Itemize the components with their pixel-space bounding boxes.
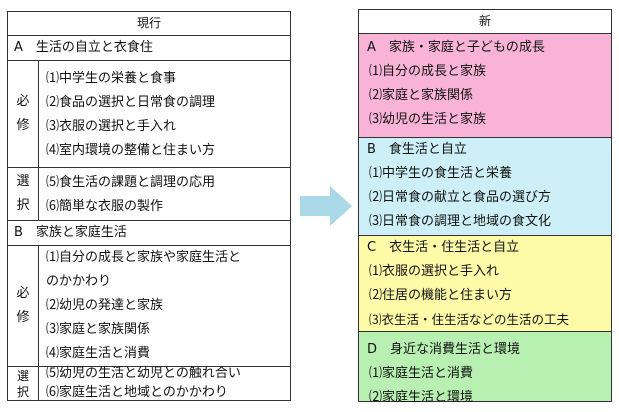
list-item: ⑷家庭生活と消費	[46, 346, 151, 361]
list-item: ⑹家庭生活と地域とのかかわり	[46, 385, 228, 400]
list-item: ⑵家庭と家族関係	[369, 88, 474, 103]
list-item: ⑴自分の成長と家族	[369, 64, 487, 79]
list-item: ⑸幼児の生活と幼児との触れ合い	[46, 366, 241, 381]
list-item: ⑶衣生活・住生活などの生活の工夫	[369, 312, 570, 327]
required-label: 必 修	[8, 61, 39, 167]
list-item: ⑶家庭と家族関係	[46, 322, 151, 337]
list-item: ⑴家庭生活と消費	[369, 366, 474, 381]
block-d: D 身近な消費生活と環境 ⑴家庭生活と消費 ⑵家庭生活と環境	[359, 332, 611, 405]
list-item: ⑵幼児の発達と家族	[46, 298, 164, 313]
list-item: ⑵食品の選択と日常食の調理	[46, 95, 216, 110]
list-item: のかかわり	[46, 274, 112, 289]
required-label: 必 修	[8, 246, 39, 366]
new-header: 新	[359, 10, 611, 34]
list-item: ⑸食生活の課題と調理の応用	[46, 175, 216, 190]
list-item: ⑹簡単な衣服の製作	[46, 199, 164, 214]
current-curriculum-table: 現行 A 生活の自立と衣食住 必 修 ⑴中学生の栄養と食事 ⑵食品の選択と日常食…	[7, 11, 291, 401]
block-title: B 食生活と自立	[367, 142, 467, 157]
right-arrow-icon	[300, 186, 352, 226]
elective-label: 選 択	[8, 367, 39, 400]
section-b-title: B 家族と家庭生活	[8, 221, 290, 246]
new-curriculum-table: 新 A 家族・家庭と子どもの成長 ⑴自分の成長と家族 ⑵家庭と家族関係 ⑶幼児の…	[358, 9, 612, 405]
list-item: ⑴中学生の食生活と栄養	[369, 166, 513, 181]
section-b-elective: 選 択 ⑸幼児の生活と幼児との触れ合い ⑹家庭生活と地域とのかかわり	[8, 366, 290, 400]
list-item: ⑶幼児の生活と家族	[369, 112, 487, 127]
block-c: C 衣生活・住生活と自立 ⑴衣服の選択と手入れ ⑵住居の機能と住まい方 ⑶衣生活…	[359, 236, 611, 332]
block-a: A 家族・家庭と子どもの成長 ⑴自分の成長と家族 ⑵家庭と家族関係 ⑶幼児の生活…	[359, 34, 611, 138]
section-a-title: A 生活の自立と衣食住	[8, 36, 290, 61]
list-item: ⑶日常食の調理と地域の食文化	[369, 214, 552, 229]
list-item: ⑷室内環境の整備と住まい方	[46, 143, 216, 158]
section-a-required: 必 修 ⑴中学生の栄養と食事 ⑵食品の選択と日常食の調理 ⑶衣服の選択と手入れ …	[8, 61, 290, 168]
block-title: C 衣生活・住生活と自立	[367, 240, 520, 255]
section-a-elective: 選 択 ⑸食生活の課題と調理の応用 ⑹簡単な衣服の製作	[8, 168, 290, 221]
section-b-required: 必 修 ⑴自分の成長と家族や家庭生活と のかかわり ⑵幼児の発達と家族 ⑶家庭と…	[8, 246, 290, 367]
list-item: ⑴中学生の栄養と食事	[46, 71, 177, 86]
block-b: B 食生活と自立 ⑴中学生の食生活と栄養 ⑵日常食の献立と食品の選び方 ⑶日常食…	[359, 138, 611, 236]
block-title: D 身近な消費生活と環境	[367, 342, 521, 357]
elective-label: 選 択	[8, 168, 39, 220]
list-item: ⑵住居の機能と住まい方	[369, 288, 513, 303]
list-item: ⑴自分の成長と家族や家庭生活と	[46, 250, 242, 265]
list-item: ⑶衣服の選択と手入れ	[46, 119, 177, 134]
list-item: ⑴衣服の選択と手入れ	[369, 264, 500, 279]
current-header: 現行	[8, 12, 290, 36]
list-item: ⑵日常食の献立と食品の選び方	[369, 190, 552, 205]
list-item: ⑵家庭生活と環境	[369, 390, 474, 405]
block-title: A 家族・家庭と子どもの成長	[367, 40, 545, 55]
